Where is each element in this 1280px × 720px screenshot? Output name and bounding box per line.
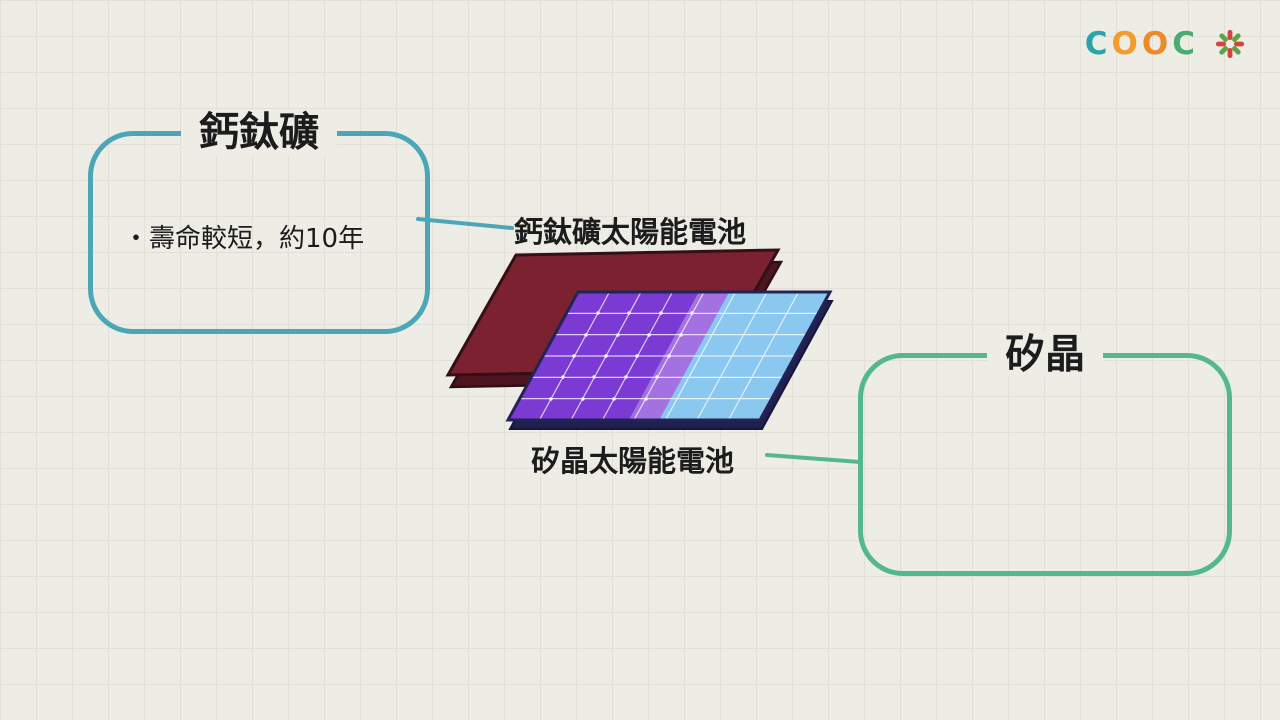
perovskite-connector-line	[416, 217, 514, 230]
perovskite-info-box: 鈣鈦礦 ・壽命較短，約10年	[88, 109, 430, 334]
silicon-info-box: 矽晶	[858, 331, 1232, 576]
silicon-panel-border	[508, 292, 830, 420]
logo-letter: C	[1084, 25, 1109, 62]
cooc-logo-letters: C O O C	[1084, 25, 1196, 62]
pinwheel-icon	[1216, 30, 1244, 58]
logo-letter: C	[1172, 25, 1196, 62]
silicon-connector-line	[765, 453, 862, 464]
cooc-logo: C O O C	[1085, 28, 1246, 60]
silicon-panel	[508, 292, 832, 429]
logo-letter: O	[1141, 25, 1170, 62]
perovskite-lifespan-note: ・壽命較短，約10年	[123, 224, 365, 254]
silicon-box-title: 矽晶	[987, 331, 1103, 378]
logo-letter: O	[1111, 25, 1139, 62]
silicon-panel-label: 矽晶太陽能電池	[531, 444, 735, 478]
perovskite-box-title: 鈣鈦礦	[181, 109, 337, 156]
perovskite-panel-label: 鈣鈦礦太陽能電池	[514, 215, 747, 249]
cell-contact-dots	[549, 311, 694, 401]
